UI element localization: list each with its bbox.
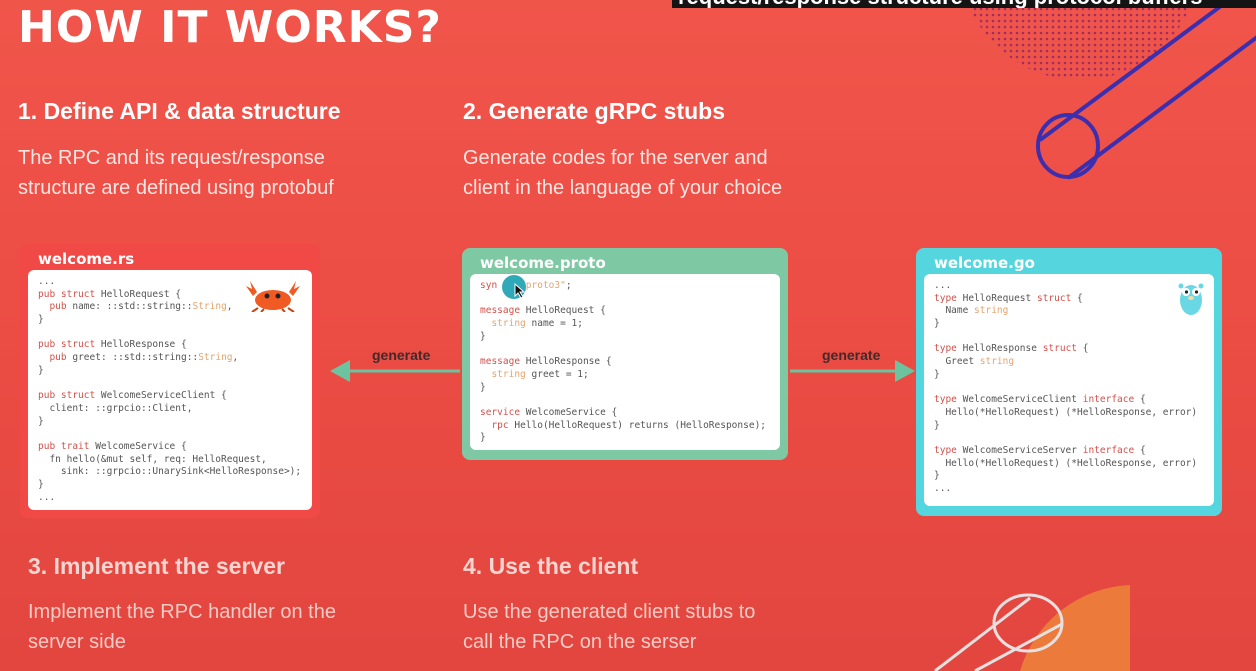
step-3-heading: 3. Implement the server [28, 553, 285, 579]
step-1-line-1: The RPC and its request/response [18, 147, 325, 169]
step-1-description: The RPC and its request/response structu… [18, 143, 408, 203]
tube-bottom [934, 593, 1064, 671]
cursor-pointer-icon [514, 283, 526, 299]
generate-label-left: generate [372, 347, 431, 363]
orange-quarter [1020, 585, 1130, 671]
step-2-line-2: client in the language of your choice [463, 177, 783, 199]
step-2-line-1: Generate codes for the server and [463, 147, 768, 169]
page-title: HOW IT WORKS? [18, 2, 442, 53]
rust-code-card: welcome.rs ...pub struct HelloRequest { … [20, 244, 320, 518]
go-code-card: welcome.go ...type HelloRequest struct {… [916, 248, 1222, 516]
step-3-line-2: server side [28, 631, 126, 653]
go-card-title: welcome.go [934, 254, 1035, 272]
ferris-crab-icon [246, 281, 300, 312]
gopher-icon [1178, 283, 1204, 315]
dot-pattern [966, 0, 1194, 80]
step-4-description: Use the generated client stubs to call t… [463, 597, 853, 657]
generate-label-right: generate [822, 347, 881, 363]
step-2-heading: 2. Generate gRPC stubs [463, 98, 726, 124]
step-1-line-2: structure are defined using protobuf [18, 177, 334, 199]
rust-code-block: ...pub struct HelloRequest { pub name: :… [28, 270, 312, 510]
step-3-description: Implement the RPC handler on the server … [28, 597, 418, 657]
step-4-heading: 4. Use the client [463, 553, 639, 579]
step-1-heading: 1. Define API & data structure [18, 98, 341, 124]
proto-card-title: welcome.proto [480, 254, 606, 272]
go-code-block: ...type HelloRequest struct { Name strin… [924, 274, 1214, 506]
step-4-line-2: call the RPC on the serser [463, 631, 697, 653]
proto-code-block: syn "proto3"; message HelloRequest { str… [470, 274, 780, 450]
arrow-right [790, 360, 915, 382]
arrow-left [330, 360, 460, 382]
top-caption: request/response structure using protoco… [672, 0, 1256, 8]
step-3-line-1: Implement the RPC handler on the [28, 601, 336, 623]
step-2-description: Generate codes for the server and client… [463, 143, 853, 203]
step-4-line-1: Use the generated client stubs to [463, 601, 756, 623]
rust-card-title: welcome.rs [38, 250, 135, 268]
